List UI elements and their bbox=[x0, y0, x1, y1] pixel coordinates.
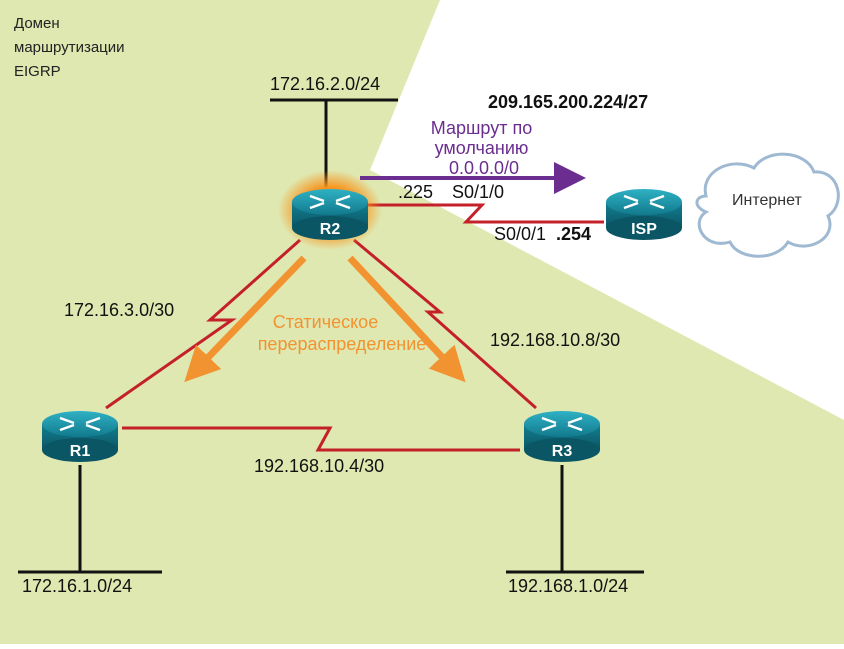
isp-interface-ip: .254 bbox=[556, 224, 591, 244]
router-arrows-icon bbox=[623, 194, 665, 210]
redistribution-arrow-right bbox=[347, 255, 466, 383]
router-arrows-icon bbox=[309, 194, 351, 210]
isp-interface-name: S0/0/1 bbox=[494, 224, 546, 244]
router-r1-label: R1 bbox=[70, 443, 91, 460]
lan-r3 bbox=[506, 465, 644, 574]
r2-interface-name: S0/1/0 bbox=[452, 182, 504, 202]
redistribution-arrow-left bbox=[184, 255, 307, 383]
router-r3-label: R3 bbox=[552, 443, 573, 460]
router-r2-label: R2 bbox=[320, 221, 341, 238]
network-r2-r3: 192.168.10.8/30 bbox=[490, 330, 620, 350]
link-r2-isp bbox=[364, 203, 604, 224]
internet-cloud: Интернет bbox=[695, 152, 840, 258]
network-isp-link: 209.165.200.224/27 bbox=[488, 92, 648, 112]
router-r2[interactable]: R2 bbox=[292, 189, 368, 240]
redistribution-label: Статическое перераспределение bbox=[258, 312, 427, 354]
link-r1-r3 bbox=[122, 426, 520, 452]
domain-label: Домен маршрутизации EIGRP bbox=[14, 15, 129, 80]
network-r1-lan: 172.16.1.0/24 bbox=[22, 576, 132, 596]
default-route-label: Маршрут по умолчанию 0.0.0.0/0 bbox=[431, 118, 538, 178]
router-arrows-icon bbox=[59, 416, 101, 432]
router-r1[interactable]: R1 bbox=[42, 411, 118, 462]
network-r1-r2: 172.16.3.0/30 bbox=[64, 300, 174, 320]
r2-interface-ip: .225 bbox=[398, 182, 433, 202]
router-isp[interactable]: ISP bbox=[606, 189, 682, 240]
router-r3[interactable]: R3 bbox=[524, 411, 600, 462]
network-r1-r3: 192.168.10.4/30 bbox=[254, 456, 384, 476]
network-r2-lan: 172.16.2.0/24 bbox=[270, 74, 380, 94]
link-r1-r2 bbox=[105, 238, 301, 410]
network-r3-lan: 192.168.1.0/24 bbox=[508, 576, 628, 596]
internet-label: Интернет bbox=[732, 192, 802, 209]
lan-r1 bbox=[18, 465, 162, 574]
router-isp-label: ISP bbox=[631, 221, 657, 238]
link-r2-r3 bbox=[353, 238, 537, 410]
router-arrows-icon bbox=[541, 416, 583, 432]
